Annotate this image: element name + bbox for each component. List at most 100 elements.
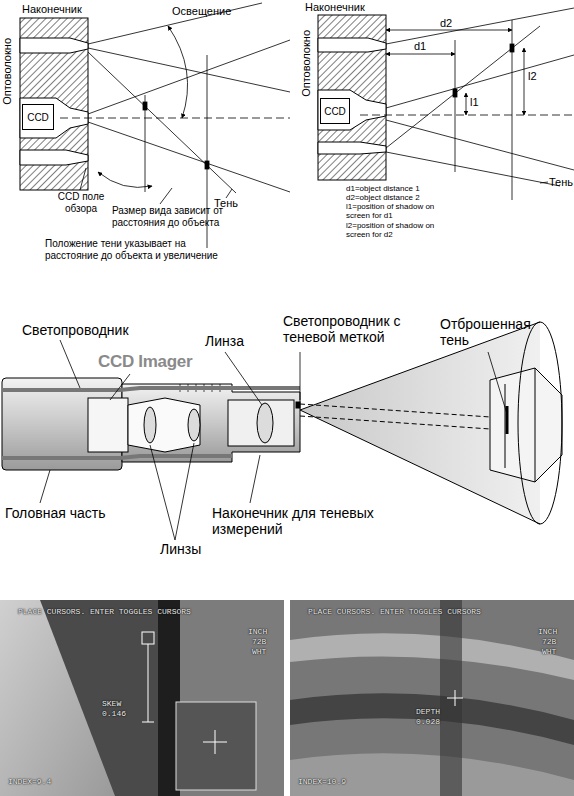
light-ray [98, 172, 152, 187]
box-text: CCD [27, 112, 49, 123]
light-ray [386, 120, 574, 170]
screen-photo [176, 702, 256, 790]
probe-illustration [257, 403, 273, 443]
note-text: Размер вида зависит от расстояния до объ… [112, 205, 252, 228]
screen-photo [0, 600, 115, 796]
leader-line [300, 352, 301, 400]
light-ray [60, 118, 290, 119]
screen-photo [142, 632, 154, 644]
screen-readout: 0.028 [416, 718, 440, 726]
leader-line [110, 374, 130, 400]
screen-readout: PLACE CURSORS. ENTER TOGGLES CURSORS [18, 608, 191, 616]
screen-readout: INDEX=10.9 [298, 778, 346, 786]
part-label: Отброшенная тень [440, 316, 530, 348]
light-ray [205, 161, 209, 169]
probe-illustration [505, 384, 506, 468]
tip-cross-section [318, 38, 386, 52]
legend-note: l1=position of shadow on screen for d1 [346, 202, 450, 220]
light-ray [455, 40, 456, 172]
screen-readout: INCH [248, 628, 267, 636]
screen-readout: 0.146 [102, 710, 126, 718]
part-label: Линзы [160, 541, 201, 557]
part-label: Линза [205, 333, 244, 349]
probe-illustration [188, 409, 200, 441]
probe-illustration [144, 407, 156, 443]
leader-line [60, 340, 80, 388]
screen-readout: 72B [252, 638, 266, 646]
dimension-label: d2 [440, 17, 452, 30]
screen-photo [142, 644, 154, 722]
tip-cross-section [20, 18, 88, 190]
probe-illustration [300, 404, 505, 418]
light-ray [453, 89, 457, 97]
light-ray [80, 168, 86, 190]
part-label: Оптоволокно [300, 30, 313, 97]
light-ray [226, 189, 232, 198]
part-label: Светопроводник [22, 322, 129, 338]
leader-line [488, 352, 507, 414]
leader-line [175, 443, 194, 540]
screen-readout: INDEX=9.4 [8, 778, 51, 786]
part-label: Тень [549, 176, 573, 189]
screen-photo [447, 690, 463, 706]
probe-illustration [490, 368, 562, 482]
screen-readout: 72B [542, 638, 556, 646]
screen-capture: PLACE CURSORS. ENTER TOGGLES CURSORS INCH… [290, 600, 574, 796]
leader-line [250, 455, 260, 503]
tip-cross-section [20, 18, 88, 190]
part-label: Оптоволокно [1, 38, 14, 105]
light-ray [88, 52, 236, 193]
light-ray [360, 8, 574, 200]
tip-cross-section [318, 142, 386, 154]
leader-line [40, 470, 50, 503]
light-ray [524, 48, 525, 115]
screen-photo [290, 693, 574, 745]
dimension-label: l2 [528, 70, 537, 83]
probe-illustration [88, 398, 128, 452]
light-ray [386, 54, 455, 55]
probe-illustration [2, 456, 232, 458]
ccd-box: CCD [320, 98, 350, 124]
light-ray [88, 122, 290, 192]
light-ray [88, 40, 290, 114]
screen-readout: DEPTH [416, 708, 440, 716]
screen-photo [290, 633, 574, 680]
screen-readout: SKEW [102, 700, 121, 708]
part-label: Головная часть [5, 505, 105, 521]
screen-photo [290, 600, 574, 796]
tip-cross-section [20, 150, 88, 165]
part-label: Наконечник для теневых измерений [212, 505, 402, 537]
probe-illustration [296, 402, 300, 408]
light-ray [510, 44, 514, 52]
light-ray [360, 115, 574, 116]
note-text: Положение тени указывает на расстояние д… [45, 238, 225, 261]
tip-cross-section [318, 15, 386, 180]
light-ray [386, 152, 560, 186]
probe-illustration [128, 398, 200, 452]
leader-line [150, 445, 175, 540]
screen-photo [203, 730, 227, 754]
part-label: Наконечник [22, 3, 82, 16]
leader-line [40, 340, 507, 540]
light-ray [143, 102, 147, 110]
legend-note: d2=object distance 2 [346, 193, 420, 202]
screen-readout: PLACE CURSORS. ENTER TOGGLES CURSORS [308, 608, 481, 616]
screen-photo [440, 600, 462, 796]
tip-cross-section [318, 90, 386, 130]
box-text: CCD [324, 106, 346, 117]
screen-photo [0, 600, 574, 796]
light-ray [386, 26, 540, 148]
screen-readout: INCH [538, 628, 557, 636]
part-label: Светопроводник с теневой меткой [283, 313, 433, 345]
legend-note: l2=position of shadow on screen for d2 [346, 221, 450, 239]
screen-photo [290, 753, 574, 796]
leader-line [225, 352, 262, 405]
dimension-label: d1 [414, 40, 426, 53]
tip-cross-section [318, 15, 386, 180]
light-ray [386, 30, 512, 31]
light-ray [88, 48, 290, 92]
dimension-label: l1 [470, 96, 479, 109]
probe-illustration [2, 388, 300, 390]
